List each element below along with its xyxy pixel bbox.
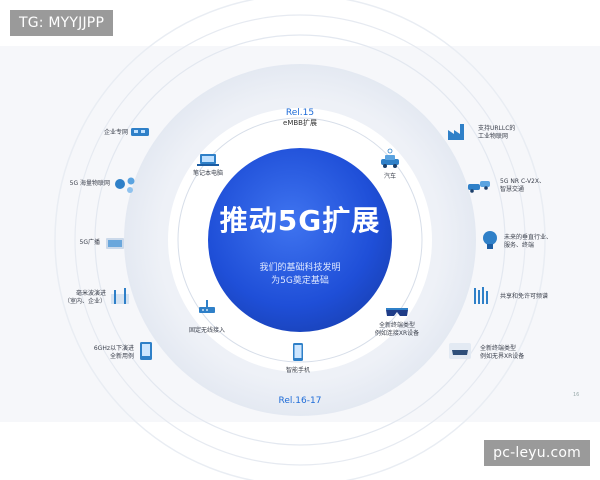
xr-headset-icon: [449, 343, 471, 359]
core-circle: [208, 148, 392, 332]
label-phone: 智能手机: [285, 367, 310, 374]
spectrum-icon: [474, 287, 488, 304]
label-v2x: 5G NR C-V2X、 智慧交通: [500, 178, 545, 193]
car-icon: [381, 148, 399, 168]
outer-arc-3: [54, 0, 546, 480]
phone-icon: [293, 343, 303, 361]
label-laptop: 笔记本电脑: [192, 170, 223, 177]
outer-arc-1: [94, 34, 506, 446]
industrial-iot-icon: [448, 124, 464, 140]
v2x-icon: [468, 181, 490, 193]
watermark-bottom-right: pc-leyu.com: [484, 440, 590, 466]
inner-orbit: [177, 117, 423, 363]
label-spectrum: 共享和免许可频谱: [500, 293, 549, 300]
label-car: 汽车: [383, 173, 396, 180]
label-glasses: 全新终端类型 例如连接XR设备: [374, 322, 420, 337]
label-broadcast: 5G广播: [79, 239, 100, 246]
release-top: Rel.15 eMBB扩展: [258, 108, 342, 128]
outer-arc-2: [74, 14, 526, 466]
sub6-icon: [140, 342, 152, 360]
enterprise-network-icon: [131, 128, 149, 136]
lightbulb-icon: [483, 231, 497, 249]
mmwave-icon: [111, 288, 129, 304]
label-industries: 未来的垂直行业、 服务、终端: [504, 234, 553, 249]
label-xr: 全新终端类型 例如无界XR设备: [480, 345, 525, 360]
label-urllc: 支持URLLC的 工业物联网: [478, 125, 516, 140]
label-enterprise: 企业专网: [103, 129, 128, 136]
release-bottom: Rel.16-17: [258, 396, 342, 406]
laptop-icon: [197, 154, 219, 166]
label-iot: 5G 海量物联网: [69, 180, 110, 187]
label-sub6: 6GHz以下演进 全新用例: [93, 345, 134, 360]
broadcast-icon: [106, 238, 124, 249]
glasses-icon: [386, 308, 408, 316]
core-title: 推动5G扩展: [219, 204, 381, 237]
core-subtitle: 我们的基础科技发明 为5G奠定基础: [259, 263, 341, 286]
release-top-name: Rel.15: [285, 108, 315, 118]
watermark-top-left: TG: MYYJJPP: [10, 10, 114, 36]
page-number: 16: [573, 392, 580, 398]
release-bottom-name: Rel.16-17: [278, 396, 322, 406]
label-router: 固定无线接入: [188, 327, 225, 334]
iot-icon: [115, 177, 135, 193]
router-icon: [199, 300, 215, 313]
release-top-desc: eMBB扩展: [283, 119, 317, 127]
label-mmwave: 毫米波演进 （室内、企业）: [63, 290, 106, 305]
